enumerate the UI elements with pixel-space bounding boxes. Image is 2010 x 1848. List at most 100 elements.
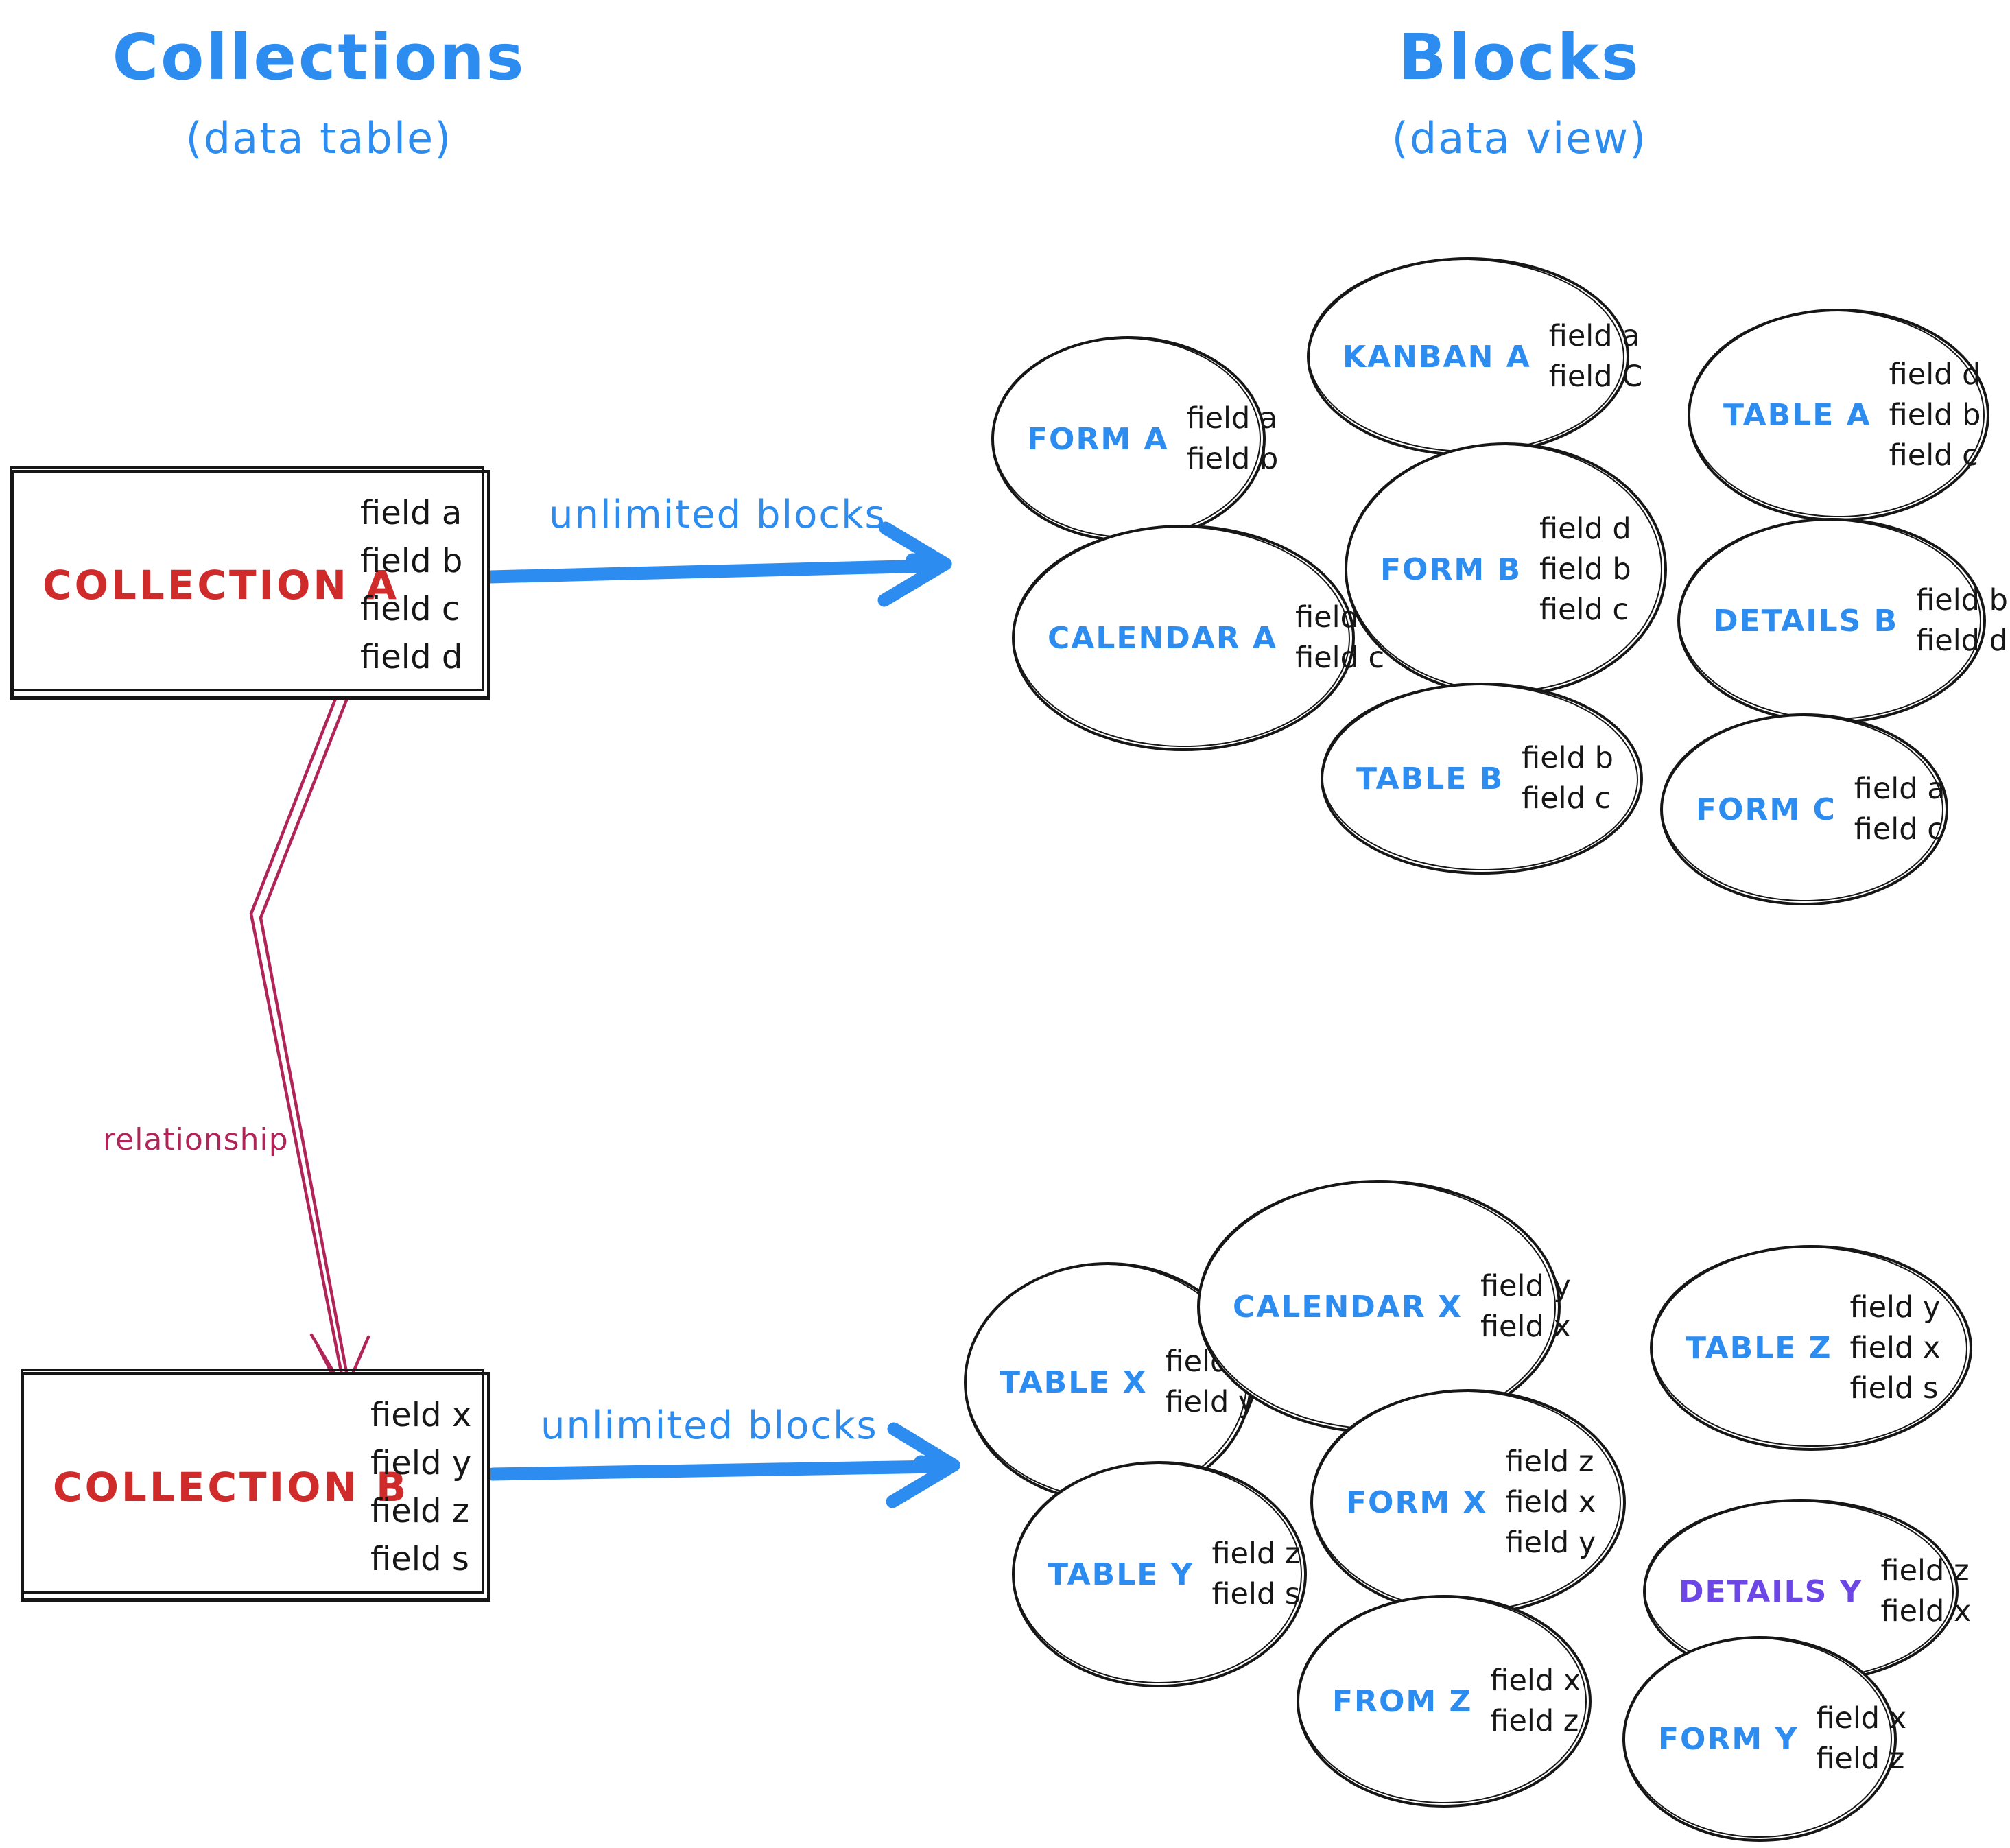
collection-a-field: field b <box>360 541 463 580</box>
block-ellipse-form-x: FORM X field z field x field y <box>1310 1389 1626 1615</box>
collection-b-field: field s <box>370 1539 469 1578</box>
block-ellipse-from-z: FROM Z field x field z <box>1297 1595 1592 1808</box>
block-label: TABLE Y <box>1048 1556 1194 1592</box>
unlimited-blocks-label-top: unlimited blocks <box>549 493 886 537</box>
block-field: field x <box>1849 1330 1941 1365</box>
block-label: TABLE A <box>1723 397 1871 433</box>
block-ellipse-calendar-x: CALENDAR X field y field x <box>1197 1180 1571 1434</box>
block-label: TABLE B <box>1356 761 1504 796</box>
block-fields: field b field d <box>1916 586 2008 656</box>
block-field: field c <box>1889 438 1978 473</box>
collection-a-field: field c <box>360 589 460 628</box>
block-label: TABLE Z <box>1686 1330 1832 1366</box>
collection-b-field: field x <box>370 1395 472 1434</box>
block-field: field b <box>1186 442 1279 476</box>
block-label: FORM C <box>1696 792 1836 827</box>
unlimited-blocks-arrow-top <box>484 521 952 607</box>
collection-a-box: COLLECTION A field a field b field c fie… <box>10 466 490 700</box>
block-fields: field a field c <box>1854 774 1946 844</box>
collection-b-box: COLLECTION B field x field y field z fie… <box>21 1369 490 1602</box>
collection-b-fields: field x field y field z field s <box>370 1399 471 1576</box>
block-field: field z <box>1211 1537 1301 1571</box>
block-label: FROM Z <box>1332 1683 1473 1719</box>
block-field: field x <box>1490 1663 1581 1698</box>
block-field: field a <box>1854 772 1946 806</box>
blocks-title: Blocks <box>1398 21 1641 94</box>
block-field: field x <box>1880 1594 1972 1628</box>
block-field: field y <box>1480 1269 1571 1303</box>
block-field: field b <box>1522 741 1613 775</box>
block-field: field s <box>1849 1371 1939 1406</box>
block-fields: field x field z <box>1490 1666 1581 1736</box>
block-field: field d <box>1889 357 1981 392</box>
block-fields: field z field x field y <box>1505 1447 1596 1558</box>
block-field: field z <box>1880 1554 1970 1588</box>
block-ellipse-table-a: TABLE A field d field b field c <box>1688 309 1989 521</box>
block-fields: field a field b <box>1187 404 1279 474</box>
block-fields: field x field z <box>1816 1704 1906 1774</box>
block-fields: field y field x field s <box>1849 1290 1941 1406</box>
block-field: field b <box>1539 552 1631 587</box>
block-field: field c <box>1295 641 1385 675</box>
block-fields: field d field b field c <box>1889 357 1981 473</box>
block-label: DETAILS Y <box>1679 1574 1863 1609</box>
block-fields: field z field s <box>1211 1539 1300 1609</box>
collection-a-field: field a <box>360 493 462 532</box>
block-ellipse-kanban-a: KANBAN A field a field C <box>1307 257 1642 456</box>
unlimited-blocks-label-bottom: unlimited blocks <box>541 1403 878 1448</box>
block-fields: field a field C <box>1549 322 1642 392</box>
block-field: field x <box>1505 1484 1596 1519</box>
block-ellipse-form-c: FORM C field a field c <box>1660 713 1948 905</box>
block-field: field z <box>1816 1742 1905 1776</box>
collection-b-field: field y <box>370 1443 472 1482</box>
block-fields: field d field b field c <box>1539 514 1631 625</box>
block-field: field d <box>1539 511 1631 546</box>
block-field: field b <box>1889 397 1981 432</box>
blocks-heading: Blocks (data view) <box>1201 21 1838 163</box>
relationship-label: relationship <box>103 1122 289 1157</box>
block-ellipse-calendar-a: CALENDAR A field b field c <box>1012 525 1387 751</box>
block-field: field y <box>1849 1290 1941 1325</box>
block-ellipse-form-y: FORM Y field x field z <box>1622 1636 1906 1842</box>
relationship-arrow <box>249 688 370 1393</box>
block-field: field s <box>1211 1577 1301 1611</box>
block-field: field a <box>1186 401 1278 436</box>
block-label: FORM A <box>1027 421 1169 457</box>
block-field: field b <box>1916 583 2008 617</box>
block-label: FORM X <box>1346 1484 1488 1520</box>
block-fields: field y field x <box>1480 1272 1571 1342</box>
block-field: field c <box>1522 781 1611 816</box>
block-ellipse-form-a: FORM A field a field b <box>991 336 1278 542</box>
block-label: TABLE X <box>1000 1364 1148 1400</box>
block-field: field z <box>1490 1704 1579 1738</box>
blocks-subtitle: (data view) <box>1391 113 1648 163</box>
block-field: field d <box>1916 624 2008 658</box>
block-ellipse-table-b: TABLE B field b field c <box>1321 683 1643 875</box>
collections-title: Collections <box>112 21 526 94</box>
block-fields: field z field x <box>1881 1556 1972 1626</box>
collection-a-field: field d <box>360 637 463 676</box>
block-label: CALENDAR X <box>1233 1289 1463 1325</box>
block-label: FORM Y <box>1658 1721 1799 1757</box>
block-label: CALENDAR A <box>1048 620 1278 656</box>
collection-a-fields: field a field b field c field d <box>360 497 462 674</box>
block-label: KANBAN A <box>1343 339 1531 375</box>
block-field: field y <box>1165 1385 1256 1419</box>
collections-heading: Collections (data table) <box>0 21 638 163</box>
block-ellipse-table-z: TABLE Z field y field x field s <box>1650 1245 1972 1451</box>
block-label: DETAILS B <box>1713 603 1899 639</box>
collections-subtitle: (data table) <box>185 113 453 163</box>
block-ellipse-form-b: FORM B field d field b field c <box>1345 442 1667 696</box>
block-field: field a <box>1548 319 1640 353</box>
block-ellipse-table-y: TABLE Y field z field s <box>1012 1461 1307 1687</box>
block-field: field x <box>1480 1310 1571 1344</box>
block-label: FORM B <box>1380 552 1522 587</box>
block-field: field c <box>1854 812 1943 846</box>
block-fields: field b field c <box>1522 744 1613 814</box>
block-field: field c <box>1539 592 1629 627</box>
block-field: field x <box>1816 1701 1907 1736</box>
collection-b-name: COLLECTION B <box>53 1463 410 1511</box>
block-field: field y <box>1505 1525 1596 1560</box>
collection-a-name: COLLECTION A <box>43 561 400 608</box>
